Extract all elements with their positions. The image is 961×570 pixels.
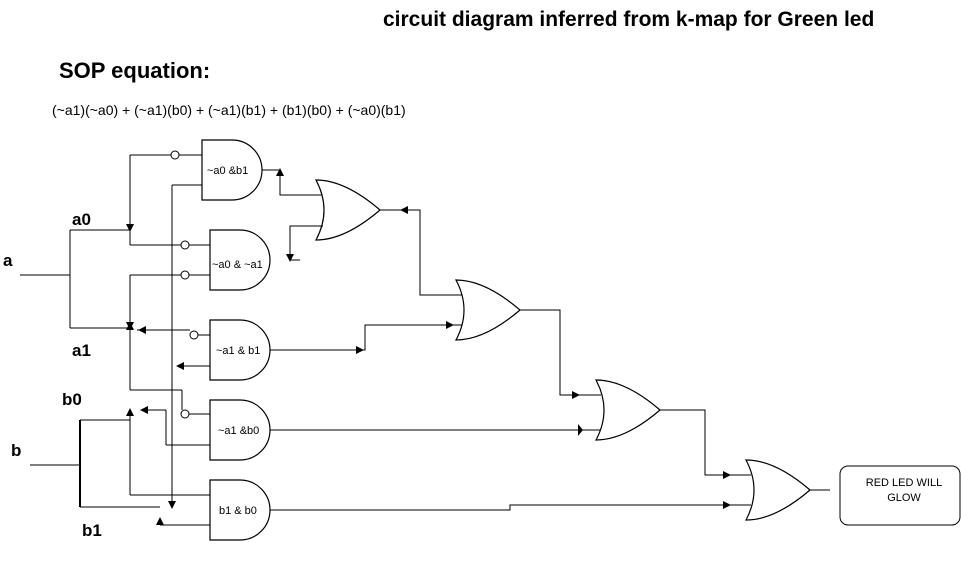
or-gate-2	[455, 279, 521, 341]
and-gate-5: b1 & b0	[209, 479, 271, 541]
bus-arrowheads	[126, 224, 184, 525]
and-gate-1-label: ~a0 &b1	[207, 165, 248, 177]
output-text-line2: GLOW	[887, 492, 921, 504]
or-gate-3	[595, 379, 661, 441]
input-b-wires	[30, 419, 160, 508]
input-label-a0: a0	[72, 210, 91, 229]
input-label-b0: b0	[62, 390, 82, 409]
and-gate-2-label: ~a0 & ~a1	[212, 259, 263, 271]
inverter-bubbles	[170, 150, 210, 419]
sop-expression: (~a1)(~a0) + (~a1)(b0) + (~a1)(b1) + (b1…	[52, 102, 406, 118]
and-gate-4: ~a1 &b0	[209, 399, 271, 461]
output-text-line1: RED LED WILL	[866, 477, 942, 489]
and-gate-4-label: ~a1 &b0	[218, 425, 259, 437]
and-gate-2: ~a0 & ~a1	[209, 229, 271, 291]
output-led-box: RED LED WILL GLOW	[839, 465, 961, 526]
or-gate-4	[745, 459, 811, 521]
or-gate-1	[315, 179, 381, 241]
and-gate-5-label: b1 & b0	[219, 505, 257, 517]
input-a-wires	[20, 229, 130, 329]
a0-bus-wires	[129, 154, 181, 246]
and-gate-1: ~a0 &b1	[201, 139, 263, 201]
input-label-a1: a1	[72, 341, 91, 360]
page-title: circuit diagram inferred from k-map for …	[383, 8, 875, 31]
input-label-a: a	[3, 251, 13, 270]
and-gate-3-label: ~a1 & b1	[216, 345, 260, 357]
and-gate-3: ~a1 & b1	[209, 319, 271, 381]
input-label-b1: b1	[82, 521, 102, 540]
a1-bus-wires	[129, 274, 190, 410]
sop-heading: SOP equation:	[59, 58, 211, 83]
input-label-b: b	[11, 441, 21, 460]
b-bus-wires	[129, 184, 210, 526]
gate-wiring	[262, 168, 830, 511]
